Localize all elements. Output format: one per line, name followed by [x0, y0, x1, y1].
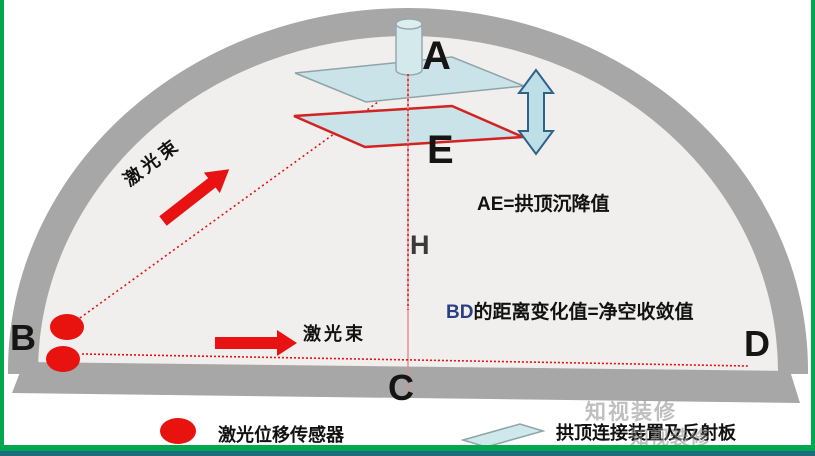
laser-arrow-diagonal — [159, 169, 230, 226]
point-label-d: D — [744, 323, 770, 364]
frame-border-right — [811, 0, 815, 456]
double-arrow-icon — [517, 68, 555, 156]
annotation-crown-settlement: AE=拱顶沉降值 — [477, 194, 610, 215]
watermark: 知视装修 知视装修 — [585, 396, 710, 450]
annotation-convergence: BD的距离变化值=净空收敛值 — [446, 302, 694, 324]
frame-border-bottom — [0, 445, 815, 451]
legend-sensor-dot — [160, 418, 196, 444]
watermark-line2: 知视装修 — [630, 428, 711, 449]
sensor-dot-upper — [50, 314, 84, 340]
annotation-bd-suffix: 的距离变化值=净空收敛值 — [473, 302, 694, 323]
point-label-a: A — [422, 34, 451, 78]
point-label-b: B — [10, 317, 36, 358]
laser-beam-label-horizontal: 激光束 — [303, 324, 366, 344]
annotation-bd-prefix: BD — [446, 302, 474, 323]
laser-line-diagonal — [79, 93, 390, 319]
watermark-line1: 知视装修 — [585, 401, 677, 424]
mount-cylinder-top — [395, 18, 423, 30]
height-label: H — [410, 230, 430, 260]
point-label-c: C — [388, 367, 414, 408]
frame-border-left — [0, 0, 4, 456]
laser-line-horizontal — [81, 353, 749, 367]
tunnel-floor-slab — [12, 362, 800, 403]
legend-plate-label: 拱顶连接装置及反射板 — [556, 423, 736, 443]
frame-border-teal-strip — [0, 451, 815, 456]
sensor-dot-lower — [46, 346, 80, 372]
point-label-e: E — [427, 128, 454, 172]
mount-cylinder — [395, 23, 423, 76]
legend-plate-shape — [460, 423, 546, 448]
legend-sensor-label: 激光位移传感器 — [218, 425, 344, 445]
laser-arrow-horizontal — [215, 330, 297, 356]
